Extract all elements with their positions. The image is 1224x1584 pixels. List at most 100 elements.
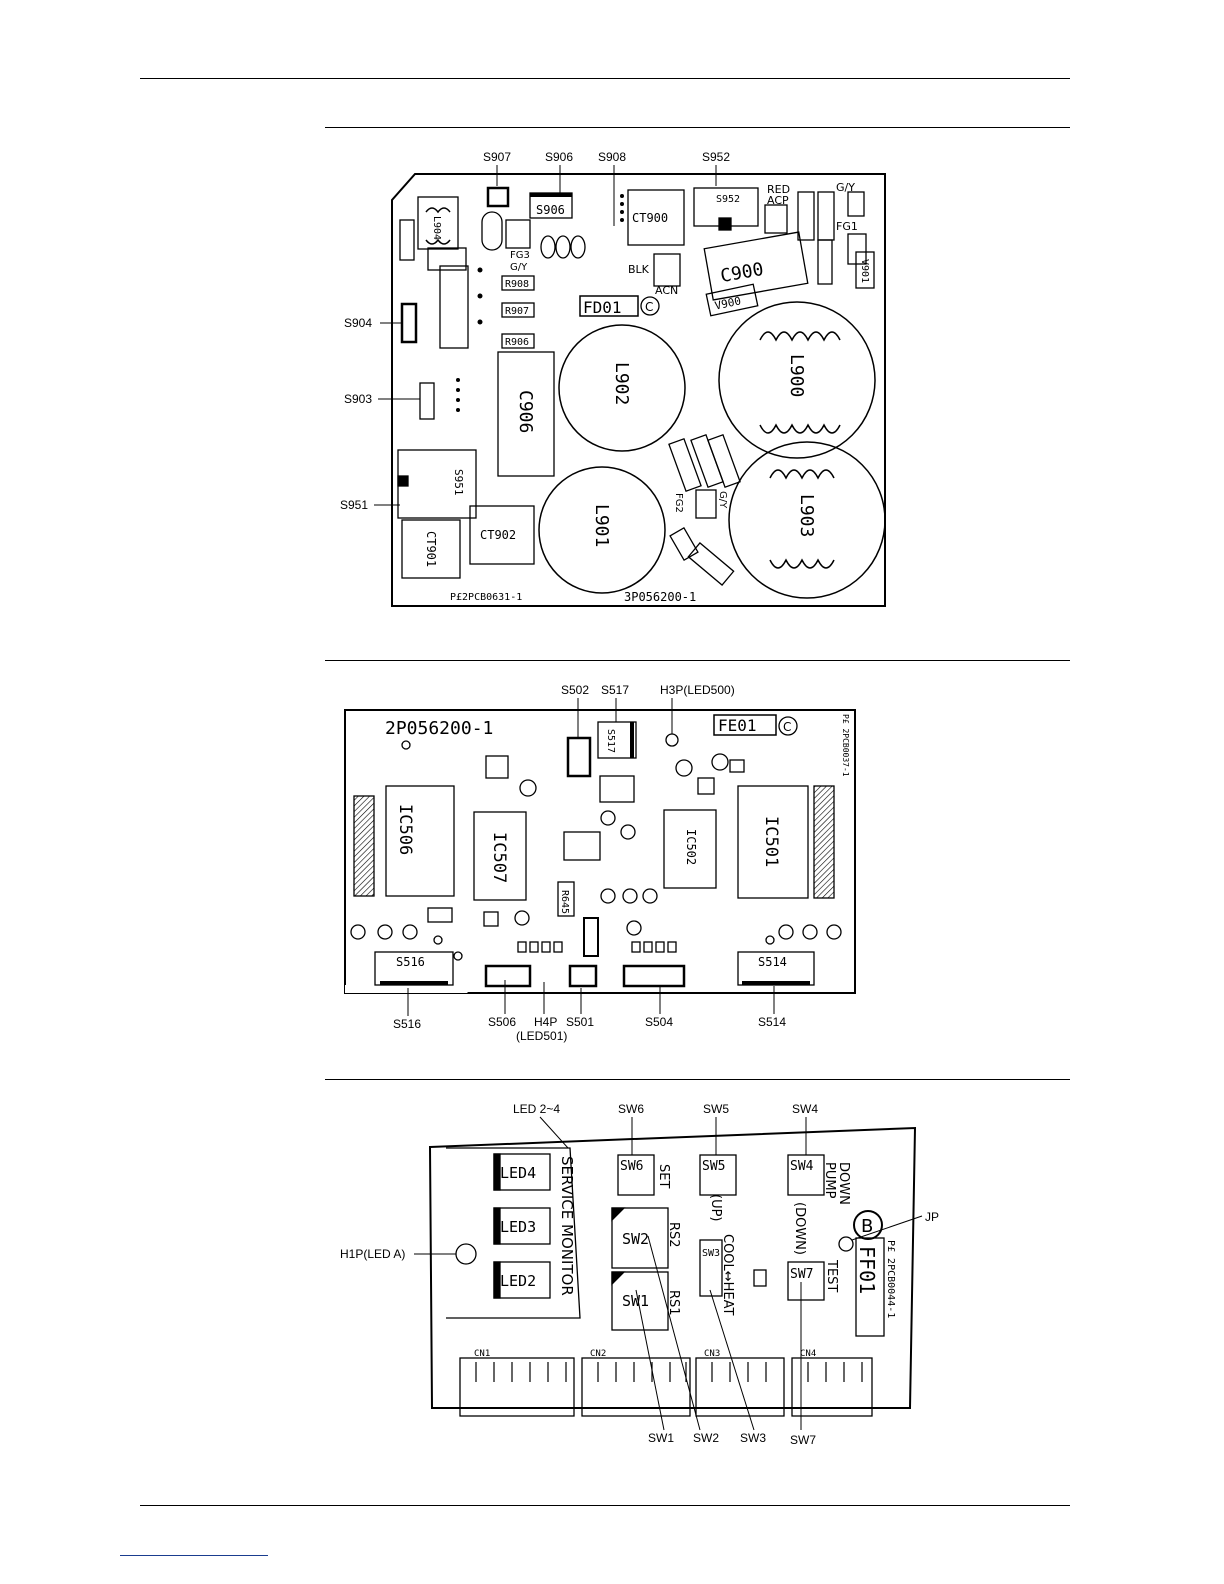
callout-s514: S514 xyxy=(758,1015,786,1029)
s517-label: S517 xyxy=(605,729,616,753)
ic502-chip xyxy=(663,809,717,889)
callout-s502: S502 xyxy=(561,683,589,697)
ff01-rev-label: B xyxy=(861,1216,873,1237)
s501-connector xyxy=(568,964,598,988)
up-label: (UP) xyxy=(708,1194,723,1222)
sw2-switch[interactable] xyxy=(611,1207,669,1269)
top-rule xyxy=(140,78,1070,79)
board2-outline xyxy=(344,709,856,994)
callout-s951: S951 xyxy=(340,498,368,512)
fd01-rev-circle xyxy=(640,296,660,316)
callout-led24: LED 2~4 xyxy=(513,1102,560,1116)
gy2-label: G/Y xyxy=(510,262,528,273)
blk-label: BLK xyxy=(628,263,650,276)
ct902-label: CT902 xyxy=(480,528,516,542)
fd01-rev-label: C xyxy=(645,300,653,314)
s907-connector xyxy=(486,186,510,208)
callout-jp: JP xyxy=(925,1210,939,1224)
ic501-label: IC501 xyxy=(761,816,781,867)
sw6-switch[interactable] xyxy=(617,1154,655,1196)
fg2-label: FG2 xyxy=(673,493,684,513)
cn2-connector[interactable] xyxy=(581,1357,691,1417)
s514-label: S514 xyxy=(758,955,787,969)
led4-label: LED4 xyxy=(500,1164,536,1182)
fe01-rev-circle xyxy=(778,716,798,736)
sw5-label: SW5 xyxy=(702,1159,725,1174)
acp-label: ACP xyxy=(767,194,789,207)
sw4-switch[interactable] xyxy=(787,1154,825,1196)
callout-sw6: SW6 xyxy=(618,1102,644,1116)
acn-label: ACN xyxy=(655,284,678,297)
callout-s501: S501 xyxy=(566,1015,594,1029)
board2-partno: P£ 2PCB0037-1 xyxy=(841,714,850,777)
callout-sw4: SW4 xyxy=(792,1102,818,1116)
callout-h4p: H4P xyxy=(534,1015,557,1029)
s906-label: S906 xyxy=(536,203,565,217)
c900-capacitor xyxy=(703,231,809,301)
r906-label: R906 xyxy=(505,337,529,348)
footer-link-underline[interactable] xyxy=(120,1555,268,1556)
sw7-switch[interactable] xyxy=(787,1261,825,1301)
sw2-label: SW2 xyxy=(622,1230,649,1248)
cn3-connector[interactable] xyxy=(695,1357,785,1417)
l903-label: L903 xyxy=(796,494,817,537)
c900-label: C900 xyxy=(719,259,765,287)
cn1-connector[interactable] xyxy=(459,1357,575,1417)
sw4-label: SW4 xyxy=(790,1159,814,1174)
cn1-label: CN1 xyxy=(474,1349,490,1359)
sw1-switch[interactable] xyxy=(611,1271,669,1331)
ic506-label: IC506 xyxy=(395,804,415,855)
red-label: RED xyxy=(767,183,790,196)
ic507-label: IC507 xyxy=(489,832,509,883)
led-a-indicator xyxy=(455,1243,477,1265)
cn4-connector[interactable] xyxy=(791,1357,873,1417)
sw3-switch[interactable] xyxy=(699,1239,723,1297)
cn2-label: CN2 xyxy=(590,1349,606,1359)
l900-inductor xyxy=(718,301,876,459)
callout-h3p: H3P(LED500) xyxy=(660,683,735,697)
l904-label: L904 xyxy=(431,216,442,240)
set-label: SET xyxy=(656,1164,671,1188)
down-label: DOWN xyxy=(836,1162,851,1205)
fg3-label: FG3 xyxy=(510,250,530,261)
acn-relay xyxy=(653,253,681,287)
fe01-label: FE01 xyxy=(718,716,757,735)
callout-h1p: H1P(LED A) xyxy=(340,1247,405,1261)
board1-diagram: S907 S906 S908 S952 S904 S903 S951 xyxy=(340,150,886,607)
acp-relay xyxy=(764,204,788,234)
c906-label: C906 xyxy=(515,390,536,433)
led3-label: LED3 xyxy=(500,1218,536,1236)
callout-s908: S908 xyxy=(598,150,626,164)
r908-label: R908 xyxy=(505,279,529,290)
c906-capacitor xyxy=(497,351,555,477)
rs2-label: RS2 xyxy=(666,1222,681,1248)
cool-heat-label: COOL↔HEAT xyxy=(720,1234,735,1316)
sw7-label: SW7 xyxy=(790,1267,813,1282)
sw5-switch[interactable] xyxy=(699,1154,737,1196)
cn3-label: CN3 xyxy=(704,1349,720,1359)
ic506-chip xyxy=(385,785,455,897)
cn4-label: CN4 xyxy=(800,1349,816,1359)
sw1-label: SW1 xyxy=(622,1292,649,1310)
ic502-label: IC502 xyxy=(684,829,698,865)
fe01-rev-label: C xyxy=(783,720,791,734)
service-monitor-label: SERVICE MONITOR xyxy=(558,1156,576,1296)
jp-jumper[interactable] xyxy=(838,1236,854,1252)
callout-s506: S506 xyxy=(488,1015,516,1029)
fg1-label: FG1 xyxy=(836,220,858,233)
pump-label: PUMP xyxy=(822,1162,837,1199)
ff01-rev-circle xyxy=(853,1210,883,1240)
l901-inductor xyxy=(538,466,666,594)
board2-diagram: S502 S517 H3P(LED500) S516 S506 H4P (LED… xyxy=(344,683,856,1043)
callout-h4p-sub: (LED501) xyxy=(516,1029,567,1043)
board1-boardno: 3P056200-1 xyxy=(624,590,696,604)
board1-outline xyxy=(391,173,886,607)
gy-label: G/Y xyxy=(836,181,855,194)
s504-connector xyxy=(622,964,686,988)
ct902-transformer xyxy=(469,505,535,565)
s502-connector xyxy=(566,736,592,778)
s516-label: S516 xyxy=(396,955,425,969)
ct900-label: CT900 xyxy=(632,211,668,225)
l903-inductor xyxy=(728,441,886,599)
callout-s952: S952 xyxy=(702,150,730,164)
